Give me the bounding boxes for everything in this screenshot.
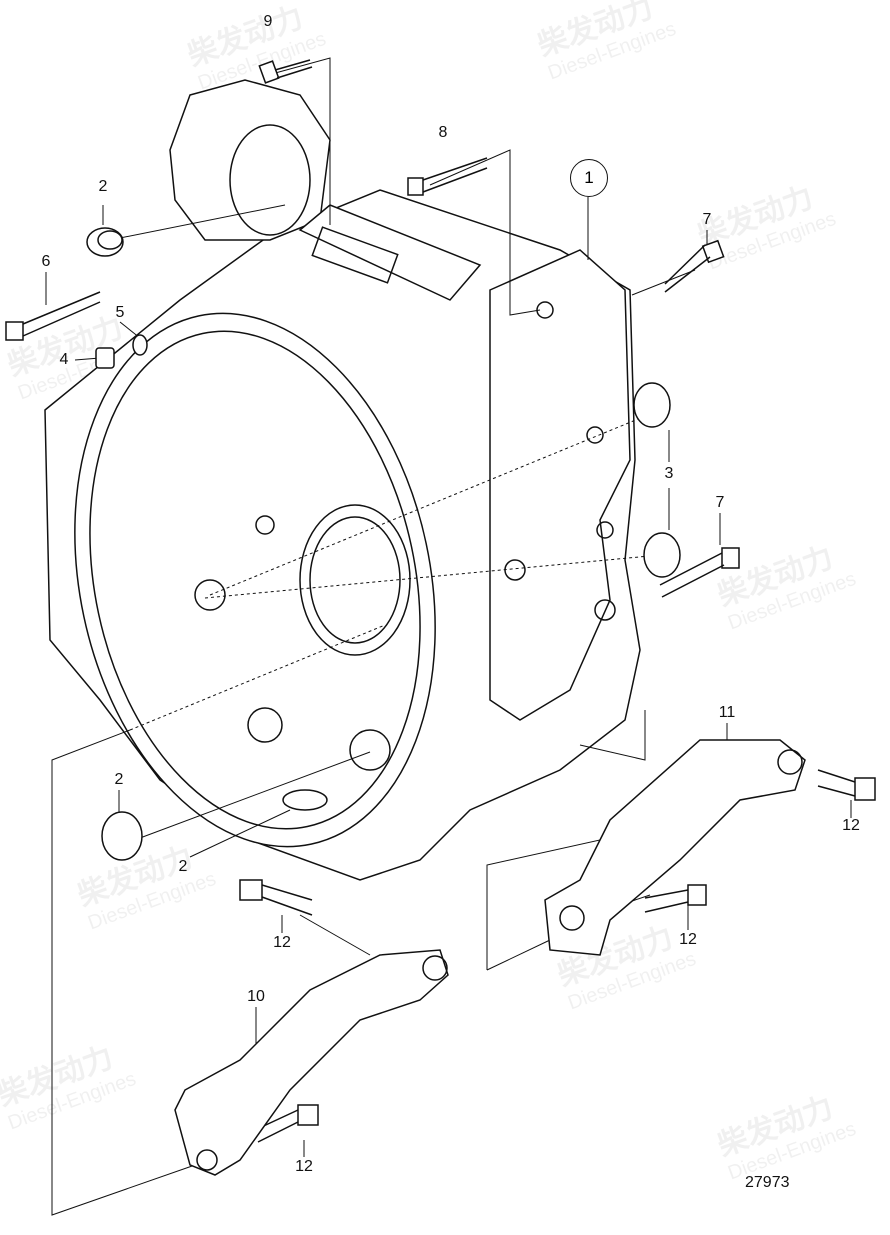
callout-4: 4	[59, 351, 69, 368]
callout-6: 6	[41, 253, 51, 270]
bolt-6	[5, 291, 101, 341]
bracket-11	[544, 739, 806, 956]
bolt-7-lower	[659, 547, 740, 598]
callout-12: 12	[273, 934, 291, 951]
flywheel-flange	[74, 312, 436, 848]
seal-2-lower-left	[101, 811, 143, 861]
seal-2-upper	[86, 227, 124, 257]
seal-2-lower	[282, 789, 328, 811]
seal-3-lower	[643, 532, 681, 578]
seal-bore	[229, 124, 311, 236]
callout-12: 12	[842, 817, 860, 834]
callout-1: 1	[570, 159, 608, 197]
bolt-9	[258, 59, 313, 84]
bolt-12-right	[817, 769, 876, 801]
bolt-8	[407, 157, 488, 196]
seal-3-upper	[633, 382, 671, 428]
bolt-12-bottom	[254, 1104, 319, 1143]
bracket-10	[174, 949, 449, 1176]
callout-7: 7	[702, 211, 712, 228]
callout-11: 11	[718, 704, 736, 721]
bolt-12-center	[239, 879, 313, 916]
bolt-7-upper	[664, 239, 725, 293]
callout-5: 5	[115, 304, 125, 321]
callout-7: 7	[715, 494, 725, 511]
callout-12: 12	[295, 1158, 313, 1175]
reference-number: 27973	[745, 1174, 790, 1191]
callout-8: 8	[438, 124, 448, 141]
callout-2: 2	[178, 858, 188, 875]
callout-2: 2	[114, 771, 124, 788]
callout-3: 3	[664, 465, 674, 482]
plug-4	[95, 347, 115, 369]
callout-2: 2	[98, 178, 108, 195]
bolt-12-right-lower	[644, 884, 707, 913]
upper-bracket	[169, 79, 331, 241]
housing-side-block	[489, 249, 631, 721]
washer-5	[132, 334, 148, 356]
callout-12: 12	[679, 931, 697, 948]
crank-bore	[299, 504, 411, 656]
callout-10: 10	[247, 988, 265, 1005]
callout-9: 9	[263, 13, 273, 30]
